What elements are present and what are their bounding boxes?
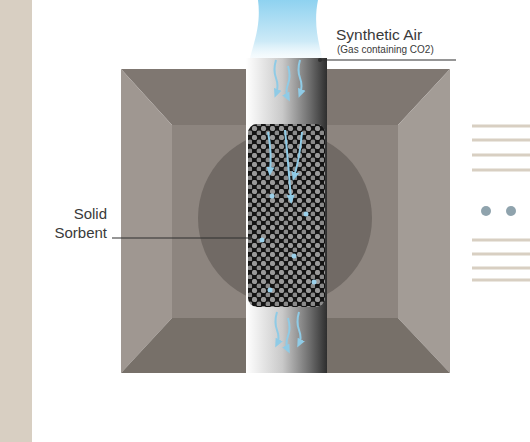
reactor-tube (246, 58, 327, 373)
decorative-dots (481, 206, 516, 216)
leader-lines (112, 58, 456, 240)
part-label: Solid Sorbent (37, 205, 107, 243)
co2-particles (260, 194, 317, 293)
sorbent-bed (248, 124, 325, 307)
gas-flow-arrows (268, 60, 302, 350)
flow-sublabel: (Gas containing CO2) (337, 44, 434, 57)
flow-label: Synthetic Air (336, 25, 422, 44)
decorative-lines (472, 126, 530, 280)
side-strip (0, 0, 32, 442)
